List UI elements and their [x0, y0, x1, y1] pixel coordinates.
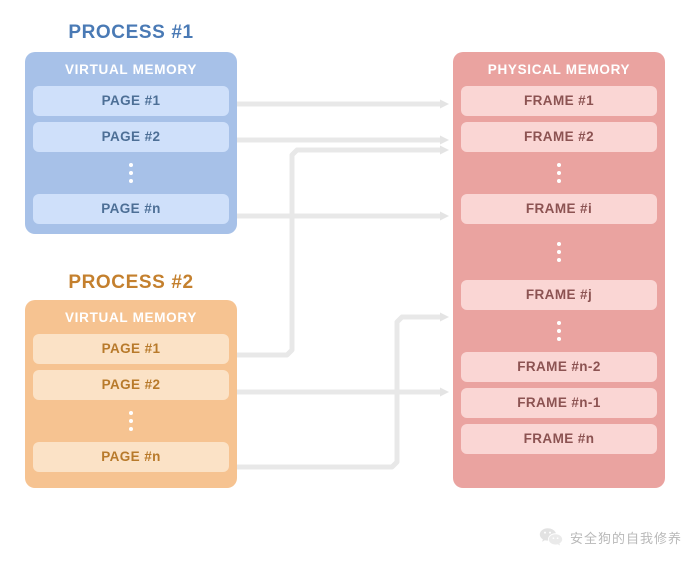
wechat-logo-icon	[539, 528, 563, 546]
watermark: 安全狗的自我修养	[539, 527, 682, 547]
frame-item[interactable]: FRAME #n-2	[461, 351, 657, 382]
frame-item[interactable]: FRAME #2	[461, 121, 657, 152]
physical-memory-box: PHYSICAL MEMORY FRAME #1 FRAME #2 FRAME …	[453, 52, 665, 488]
process1-virtual-memory-box: VIRTUAL MEMORY PAGE #1 PAGE #2 PAGE #n	[25, 52, 237, 234]
frame-item[interactable]: FRAME #j	[461, 279, 657, 310]
frame-item[interactable]: FRAME #n	[461, 423, 657, 454]
physical-memory-label: PHYSICAL MEMORY	[487, 62, 631, 77]
wire-p2pagen-framej	[234, 312, 449, 470]
frame-item[interactable]: FRAME #i	[461, 193, 657, 224]
page-item[interactable]: PAGE #1	[33, 333, 229, 364]
wire-p2page1-frame2	[234, 145, 449, 358]
page-item[interactable]: PAGE #2	[33, 369, 229, 400]
vertical-ellipsis-icon	[33, 158, 229, 188]
vertical-ellipsis-icon	[461, 316, 657, 346]
page-item[interactable]: PAGE #n	[33, 193, 229, 224]
physical-frame-list: FRAME #1 FRAME #2 FRAME #i FRAME #j FRAM…	[453, 85, 665, 454]
page-item[interactable]: PAGE #n	[33, 441, 229, 472]
process1-title: PROCESS #1	[68, 22, 194, 43]
watermark-text: 安全狗的自我修养	[569, 531, 682, 547]
vertical-ellipsis-icon	[461, 230, 657, 274]
frame-item[interactable]: FRAME #n-1	[461, 387, 657, 418]
page-item[interactable]: PAGE #1	[33, 85, 229, 116]
process2-memory-label: VIRTUAL MEMORY	[64, 310, 198, 325]
process1-page-list: PAGE #1 PAGE #2 PAGE #n	[25, 85, 237, 224]
vertical-ellipsis-icon	[461, 158, 657, 188]
process2-title: PROCESS #2	[68, 272, 194, 293]
vertical-ellipsis-icon	[33, 406, 229, 436]
page-item[interactable]: PAGE #2	[33, 121, 229, 152]
process2-page-list: PAGE #1 PAGE #2 PAGE #n	[25, 333, 237, 472]
frame-item[interactable]: FRAME #1	[461, 85, 657, 116]
process1-memory-label: VIRTUAL MEMORY	[64, 62, 198, 77]
process2-virtual-memory-box: VIRTUAL MEMORY PAGE #1 PAGE #2 PAGE #n	[25, 300, 237, 488]
